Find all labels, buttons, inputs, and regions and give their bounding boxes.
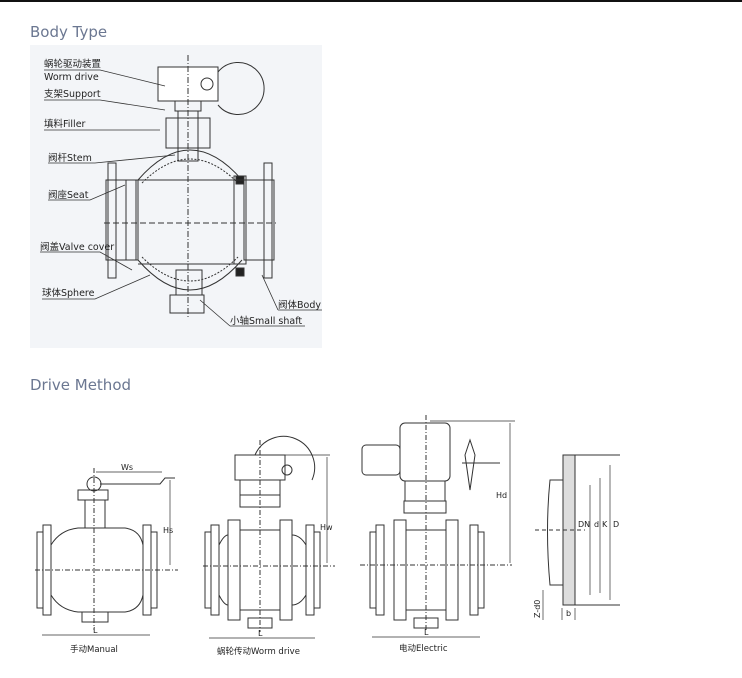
dim-z-d0: Z-d0 — [533, 600, 542, 618]
top-divider — [0, 0, 742, 2]
body-type-drawing — [40, 55, 322, 327]
label-worm-drive: Worm drive — [44, 72, 99, 83]
label-filler: 填料Filler — [44, 118, 86, 130]
dim-l-manual: L — [93, 626, 98, 635]
worm-drive-drawing — [203, 435, 335, 639]
section-title-drive-method: Drive Method — [30, 376, 132, 394]
dim-d-big: D — [613, 520, 619, 529]
section-title-body-type: Body Type — [30, 23, 108, 41]
dim-d-small: d — [594, 520, 599, 529]
label-seat: 阀座Seat — [48, 189, 89, 201]
dim-hw: Hw — [320, 523, 333, 532]
label-body: 阀体Body — [278, 299, 321, 311]
label-stem: 阀杆Stem — [48, 152, 92, 164]
dim-l-electric: L — [424, 628, 429, 637]
flange-drawing — [535, 454, 620, 620]
caption-manual: 手动Manual — [70, 644, 118, 655]
caption-electric: 电动Electric — [399, 643, 448, 654]
label-support: 支架Support — [44, 88, 101, 100]
dim-k: K — [602, 520, 608, 529]
dim-b: b — [566, 609, 571, 618]
manual-drawing — [35, 468, 178, 636]
caption-worm-drive: 蜗轮传动Worm drive — [217, 646, 300, 657]
label-small-shaft: 小轴Small shaft — [230, 315, 302, 327]
dim-l-worm: L — [258, 629, 263, 638]
label-valve-cover: 阀盖Valve cover — [40, 241, 114, 253]
dim-hd: Hd — [496, 491, 507, 500]
label-worm-drive-cn: 蜗轮驱动装置 — [44, 58, 101, 70]
dim-ws: Ws — [121, 463, 133, 472]
dim-dn: DN — [578, 520, 590, 529]
electric-drawing — [360, 415, 515, 638]
label-sphere: 球体Sphere — [42, 287, 95, 299]
dim-hs: Hs — [163, 526, 173, 535]
